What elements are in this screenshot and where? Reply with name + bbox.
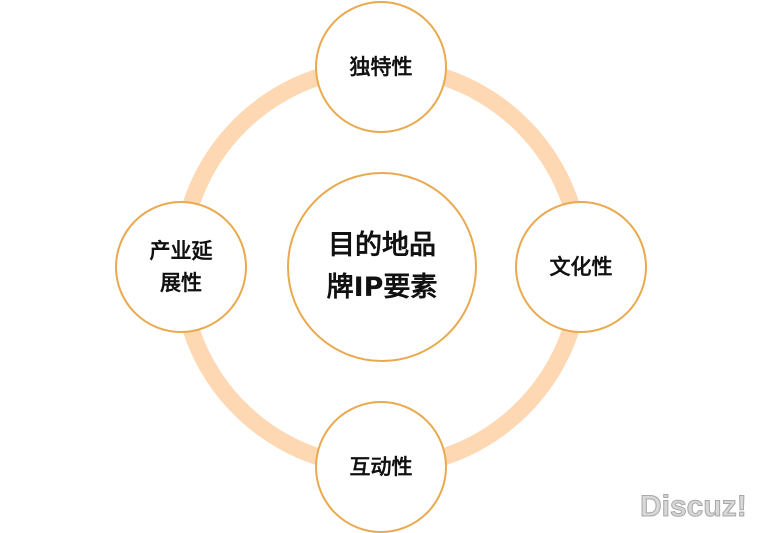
node-interactivity: 互动性 [315,401,447,533]
watermark-logo: Discuz! [640,490,748,524]
center-label-line2: 牌IP要素 [326,272,438,303]
node-label-line2: 展性 [160,271,202,295]
node-label-line1: 产业延 [149,239,213,263]
node-label: 独特性 [349,55,413,79]
node-label: 文化性 [549,255,613,279]
node-industry-extension: 产业延展性 [115,201,247,333]
center-label-line1: 目的地品 [328,230,436,261]
node-label: 互动性 [349,455,413,479]
node-culture: 文化性 [515,201,647,333]
center-node: 目的地品牌IP要素 [287,172,477,362]
node-uniqueness: 独特性 [315,1,447,133]
